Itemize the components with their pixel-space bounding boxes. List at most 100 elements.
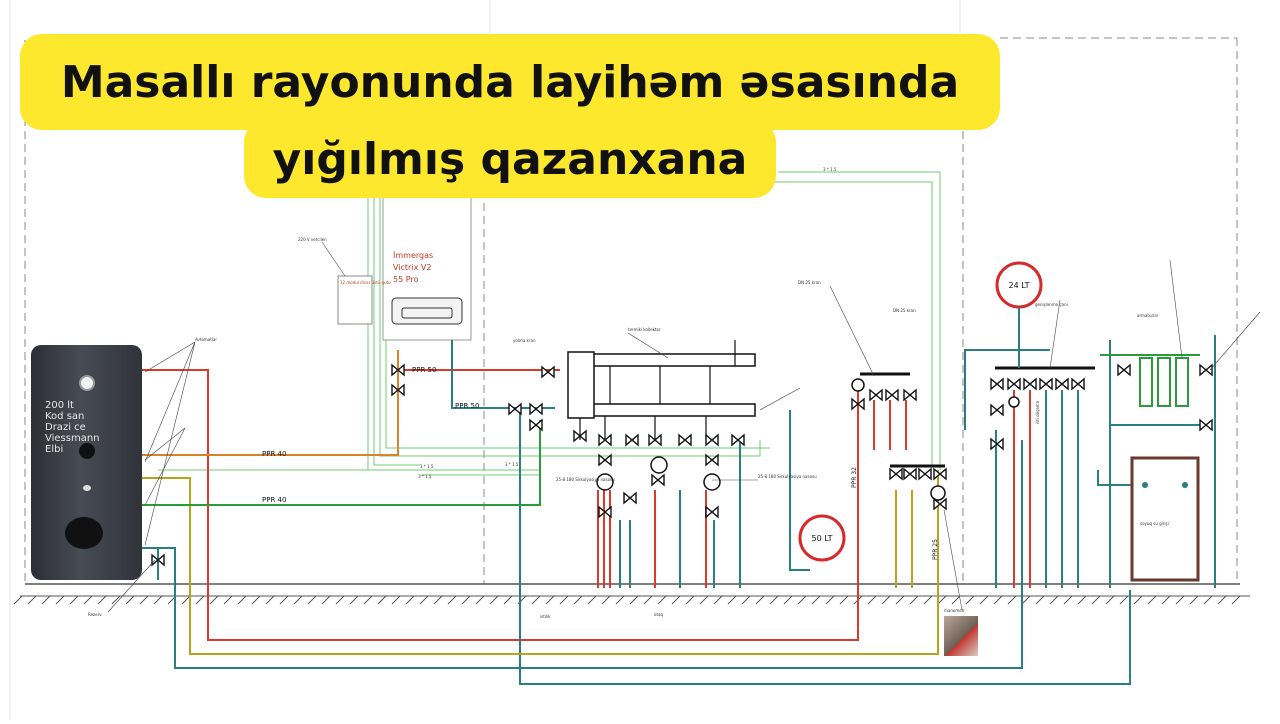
hatch-mark [601, 595, 611, 605]
module-label: 12 modul divar üstü qutu [340, 280, 391, 285]
hatch-mark [671, 595, 681, 605]
hatch-mark [69, 595, 79, 605]
hatch-mark [881, 595, 891, 605]
valve-icon [529, 418, 543, 432]
annotation-heating: istilik [540, 614, 551, 619]
valve-icon [990, 377, 1004, 391]
tank-label-5: Elbi [45, 444, 64, 455]
pump-icon [1008, 396, 1020, 408]
hatch-mark [475, 595, 485, 605]
annotation-tank: Avtomatlar [195, 337, 217, 342]
valve-icon [508, 402, 522, 416]
valve-icon [990, 437, 1004, 451]
ground-hatch-marks [13, 595, 1241, 605]
valve-icon [903, 467, 917, 481]
hatch-mark [1119, 595, 1129, 605]
valve-icon [933, 497, 947, 511]
valve-icon [391, 383, 405, 397]
title-banner-line1: Masallı rayonunda layihəm əsasında [20, 34, 1000, 130]
hatch-mark [139, 595, 149, 605]
valve-icon [648, 433, 662, 447]
hatch-mark [909, 595, 919, 605]
hatch-mark [615, 595, 625, 605]
power-leader [321, 241, 346, 277]
tank-label-4: Viessmann [45, 433, 100, 444]
hatch-mark [1077, 595, 1087, 605]
radiator-panel [1157, 357, 1171, 407]
pump-icon [930, 485, 946, 501]
hatch-mark [755, 595, 765, 605]
collector-supply [569, 353, 756, 367]
annotation-pump-b: 25-8 180 Sirkulyasiya nasosu [758, 474, 817, 479]
hatch-mark [461, 595, 471, 605]
valve-icon [1039, 377, 1053, 391]
hatch-mark [1217, 595, 1227, 605]
valve-icon [705, 505, 719, 519]
annotation-manometer: manometr [944, 608, 965, 613]
tank-sensor-icon [83, 485, 91, 491]
hatch-mark [1161, 595, 1171, 605]
hatch-mark [1133, 595, 1143, 605]
pump-icon [703, 473, 721, 491]
hatch-mark [937, 595, 947, 605]
hatch-mark [405, 595, 415, 605]
valve-icon [705, 453, 719, 467]
valve-icon [598, 505, 612, 519]
annotation-group: Avtomatlar yolma kran termiki kollektor … [88, 167, 1169, 619]
power-label: 220 V vercilen [298, 237, 327, 242]
annotation-valve: yolma kran [513, 338, 536, 343]
valve-icon [1117, 363, 1131, 377]
hatch-mark [1091, 595, 1101, 605]
hatch-mark [1231, 595, 1241, 605]
pipe-label-ppr50-a: PPR 50 [412, 366, 436, 374]
hatch-mark [685, 595, 695, 605]
annotation-cold-water: soyuq su girişi [1140, 521, 1169, 526]
hatch-mark [223, 595, 233, 605]
tank-thermometer-icon [79, 375, 95, 391]
radiator-panel [1139, 357, 1153, 407]
hatch-mark [993, 595, 1003, 605]
hatch-mark [1147, 595, 1157, 605]
hatch-mark [1189, 595, 1199, 605]
annotation-reserve: Rezerv [88, 612, 102, 617]
hatch-mark [13, 595, 23, 605]
tank-label-1: 200 lt [45, 400, 74, 411]
boiler-model: Victrix V2 [393, 263, 431, 272]
valve-icon [885, 388, 899, 402]
pipe-label-ppr25: PPR 25 [932, 539, 939, 560]
annotation-dn25-a: DN 25 kran [798, 280, 821, 285]
valve-group [151, 363, 1213, 567]
tank-flange-icon [65, 517, 103, 549]
green-pipes [142, 354, 1200, 506]
electrical-module-box [337, 275, 373, 325]
hatch-mark [251, 595, 261, 605]
annotation-lines-d: 3 * 1.5 [418, 474, 432, 479]
valve-icon [918, 467, 932, 481]
boiler-version: 55 Pro [393, 275, 419, 284]
radiator-group [1139, 357, 1189, 407]
hatch-mark [1175, 595, 1185, 605]
hot-pipes [142, 369, 1031, 641]
hatch-mark [489, 595, 499, 605]
hatch-mark [1021, 595, 1031, 605]
heater-inlet-icon [1142, 482, 1148, 488]
hatch-mark [769, 595, 779, 605]
valve-icon [889, 467, 903, 481]
hatch-mark [573, 595, 583, 605]
valve-icon [1007, 377, 1021, 391]
hatch-mark [839, 595, 849, 605]
valve-icon [731, 433, 745, 447]
valve-icon [678, 433, 692, 447]
valve-icon [1023, 377, 1037, 391]
return-pipes [142, 335, 1216, 685]
hatch-mark [41, 595, 51, 605]
hatch-mark [545, 595, 555, 605]
annotation-lines-c: 3 * 1.5 [505, 462, 519, 467]
annotation-collector: termiki kollektor [628, 327, 661, 332]
tank-port-icon [79, 443, 95, 459]
pipe-label-ppr32: PPR 32 [851, 467, 858, 488]
hatch-mark [195, 595, 205, 605]
tank-label-2: Kod san [45, 411, 85, 422]
valve-icon [1071, 377, 1085, 391]
hatch-mark [699, 595, 709, 605]
